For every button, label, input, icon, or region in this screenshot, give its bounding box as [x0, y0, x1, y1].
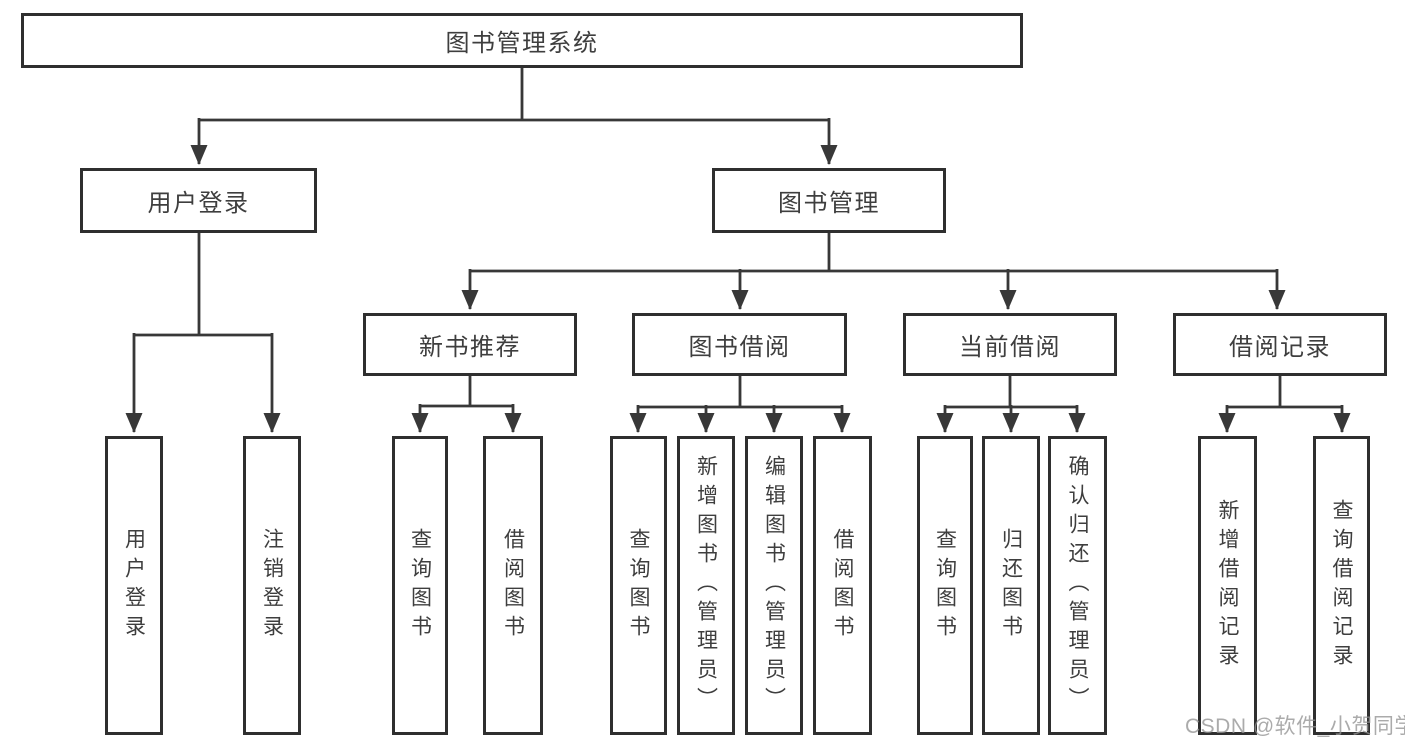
node-library-management-system: 图书管理系统 [21, 13, 1023, 68]
leaf-add-books-admin: 新增图书（管理员） [677, 436, 735, 735]
node-label: 新书推荐 [419, 334, 521, 361]
node-user-login: 用户登录 [80, 168, 317, 233]
node-label: 归还图书 [999, 527, 1023, 644]
node-label: 借阅记录 [1229, 334, 1331, 361]
leaf-borrow-books: 借阅图书 [813, 436, 872, 735]
node-label: 查询图书 [408, 527, 432, 644]
leaf-borrow-books-recommend: 借阅图书 [483, 436, 543, 735]
connector-trunks [134, 68, 1342, 409]
leaf-confirm-return-admin: 确认归还（管理员） [1048, 436, 1107, 735]
leaf-edit-books-admin: 编辑图书（管理员） [745, 436, 803, 735]
node-label: 图书管理系统 [445, 30, 599, 57]
node-label: 借阅图书 [501, 527, 525, 644]
leaf-query-books-recommend: 查询图书 [392, 436, 448, 735]
leaf-return-books: 归还图书 [982, 436, 1040, 735]
node-label: 用户登录 [122, 527, 146, 644]
node-label: 当前借阅 [959, 334, 1061, 361]
node-current-borrowing: 当前借阅 [903, 313, 1117, 376]
node-label: 注销登录 [260, 527, 284, 644]
node-label: 借阅图书 [831, 527, 854, 644]
node-label: 新增图书（管理员） [694, 455, 718, 716]
node-label: 确认归还（管理员） [1066, 455, 1089, 716]
leaf-query-books-current: 查询图书 [917, 436, 973, 735]
node-book-management: 图书管理 [712, 168, 946, 233]
leaf-logout: 注销登录 [243, 436, 301, 735]
node-label: 查询图书 [933, 527, 957, 644]
leaf-add-borrow-record: 新增借阅记录 [1198, 436, 1257, 735]
node-label: 图书借阅 [688, 334, 791, 361]
leaf-query-borrow-record: 查询借阅记录 [1313, 436, 1370, 735]
leaf-query-books-borrowing: 查询图书 [610, 436, 667, 735]
node-label: 图书管理 [778, 190, 880, 217]
csdn-watermark: CSDN @软件_小贺同学 [1185, 715, 1405, 738]
node-borrow-records: 借阅记录 [1173, 313, 1387, 376]
node-book-borrowing: 图书借阅 [632, 313, 847, 376]
node-label: 新增借阅记录 [1216, 498, 1239, 673]
leaf-user-login: 用户登录 [105, 436, 163, 735]
node-label: 编辑图书（管理员） [762, 455, 786, 716]
node-label: 查询借阅记录 [1330, 498, 1353, 673]
node-new-book-recommend: 新书推荐 [363, 313, 577, 376]
node-label: 用户登录 [147, 190, 250, 217]
node-label: 查询图书 [627, 527, 650, 644]
